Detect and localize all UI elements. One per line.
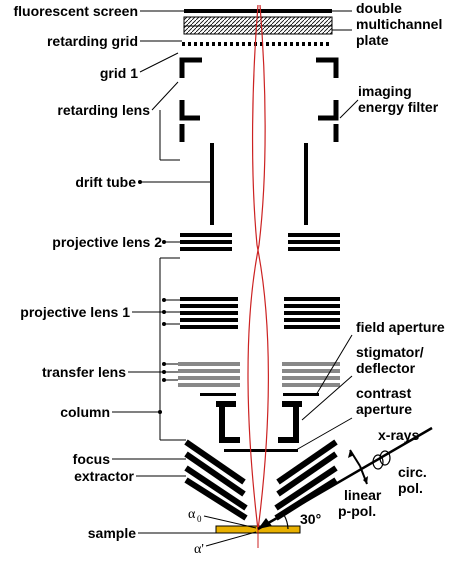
label-plate: plate [356, 32, 389, 48]
label-multichannel: multichannel [356, 16, 442, 32]
label-double: double [356, 0, 402, 16]
electron-beam [247, 4, 269, 548]
stigmator-deflector [216, 401, 302, 443]
circular-polarization-icon [372, 450, 391, 470]
leader-lines-left [112, 10, 216, 534]
label-projective-lens-1: projective lens 1 [20, 304, 130, 320]
drift-tube [210, 143, 308, 225]
label-drift-tube: drift tube [75, 174, 136, 190]
label-xrays: x-rays [378, 427, 419, 443]
label-alpha-prime: α' [194, 542, 204, 557]
label-sample: sample [88, 525, 136, 541]
label-retarding-grid: retarding grid [47, 33, 138, 49]
label-extractor: extractor [74, 468, 134, 484]
label-linear: linear [344, 487, 382, 503]
objective-extractor [184, 465, 338, 521]
label-retarding-lens: retarding lens [57, 102, 150, 118]
label-incidence-angle: 30° [300, 511, 321, 527]
label-energy-filter: energy filter [358, 99, 439, 115]
multichannel-plate [183, 16, 333, 35]
transfer-lens [178, 362, 340, 387]
projective-lens-2 [180, 233, 340, 251]
xray-beam [257, 426, 433, 531]
label-alpha0: α [188, 507, 196, 522]
label-projective-lens-2: projective lens 2 [52, 234, 162, 250]
leader-dots-left [138, 180, 166, 414]
projective-lens-1 [180, 297, 340, 329]
alpha0-leader [203, 515, 257, 529]
incidence-angle-arc [283, 514, 289, 530]
alpha-prime-leader [205, 531, 257, 547]
label-circ: circ. [398, 464, 427, 480]
contrast-aperture [224, 449, 298, 452]
label-alpha0-subscript: 0 [197, 514, 202, 524]
label-field-aperture: field aperture [356, 319, 445, 335]
label-aperture: aperture [356, 401, 412, 417]
leader-lines-right [295, 10, 359, 451]
label-circ-pol: pol. [398, 480, 423, 496]
label-fluorescent-screen: fluorescent screen [14, 3, 139, 19]
objective-focus [184, 439, 338, 497]
label-p-pol: p-pol. [338, 503, 376, 519]
label-column: column [60, 404, 110, 420]
label-focus: focus [73, 451, 111, 467]
field-aperture [200, 393, 319, 396]
label-deflector: deflector [356, 360, 416, 376]
label-contrast: contrast [356, 385, 412, 401]
label-grid-1: grid 1 [100, 65, 138, 81]
angle-labels: α 0 α' 30° [188, 507, 321, 557]
labels-right: double multichannel plate imaging energy… [338, 0, 445, 519]
label-transfer-lens: transfer lens [42, 364, 126, 380]
imaging-energy-filter [179, 57, 339, 142]
label-stigmator: stigmator/ [356, 344, 424, 360]
labels-left: fluorescent screen retarding grid grid 1… [14, 3, 163, 541]
label-imaging: imaging [358, 83, 412, 99]
